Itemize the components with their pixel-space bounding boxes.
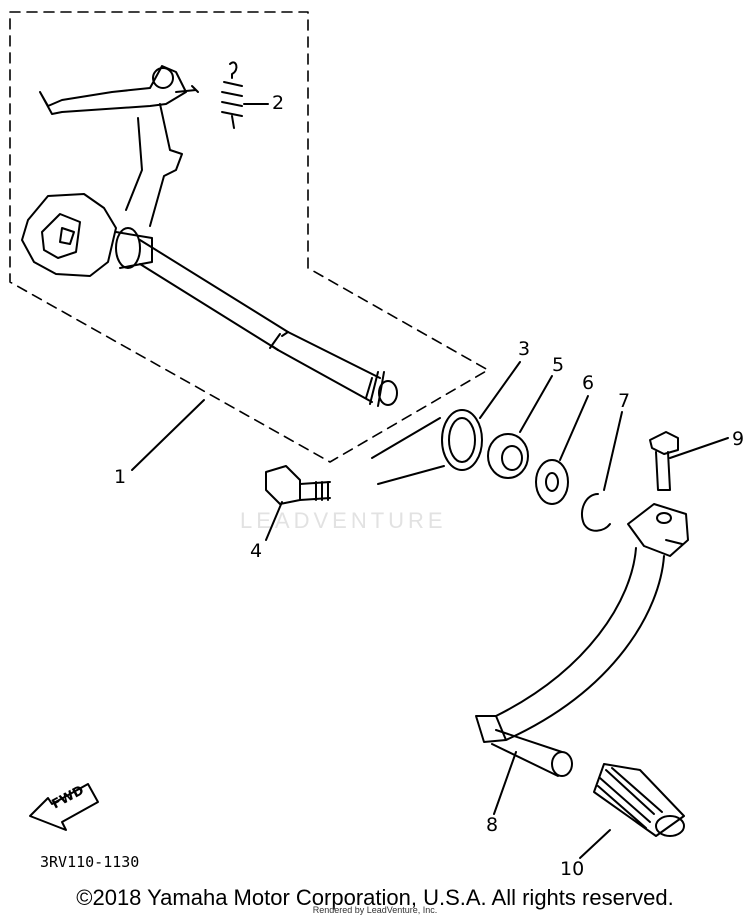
leader-6 <box>559 395 589 461</box>
circlip <box>580 493 611 532</box>
callout-7: 7 <box>618 390 631 412</box>
callout-2: 2 <box>272 92 285 114</box>
shift-shaft-assembly <box>21 65 398 407</box>
stud-bolt <box>265 465 331 505</box>
callout-9: 9 <box>732 428 745 450</box>
leader-8 <box>493 751 517 815</box>
callout-6: 6 <box>582 372 595 394</box>
assembly-boundary <box>9 11 489 463</box>
leader-5 <box>519 375 553 433</box>
washer <box>535 459 569 505</box>
callout-10: 10 <box>560 858 585 880</box>
torsion-spring <box>371 409 483 485</box>
copyright-notice: ©2018 Yamaha Motor Corporation, U.S.A. A… <box>76 885 674 910</box>
leader-4 <box>265 501 283 541</box>
leader-3 <box>479 361 521 419</box>
leader-9 <box>669 437 729 459</box>
fwd-arrow-icon <box>29 783 99 831</box>
shift-pedal <box>475 503 689 777</box>
pedal-rubber <box>593 763 685 837</box>
callout-4: 4 <box>250 540 263 562</box>
leader-10 <box>579 829 611 859</box>
return-spring <box>221 61 243 129</box>
diagram-code: 3RV110-1130 <box>40 853 140 871</box>
collar <box>487 433 529 479</box>
callout-5: 5 <box>552 354 565 376</box>
callout-3: 3 <box>518 338 531 360</box>
callout-8: 8 <box>486 814 499 836</box>
rendered-by-notice: Rendered by LeadVenture, Inc. <box>312 905 438 915</box>
callout-1: 1 <box>114 466 127 488</box>
leader-1 <box>131 399 205 471</box>
leader-7 <box>603 411 623 491</box>
bolt <box>649 431 679 491</box>
